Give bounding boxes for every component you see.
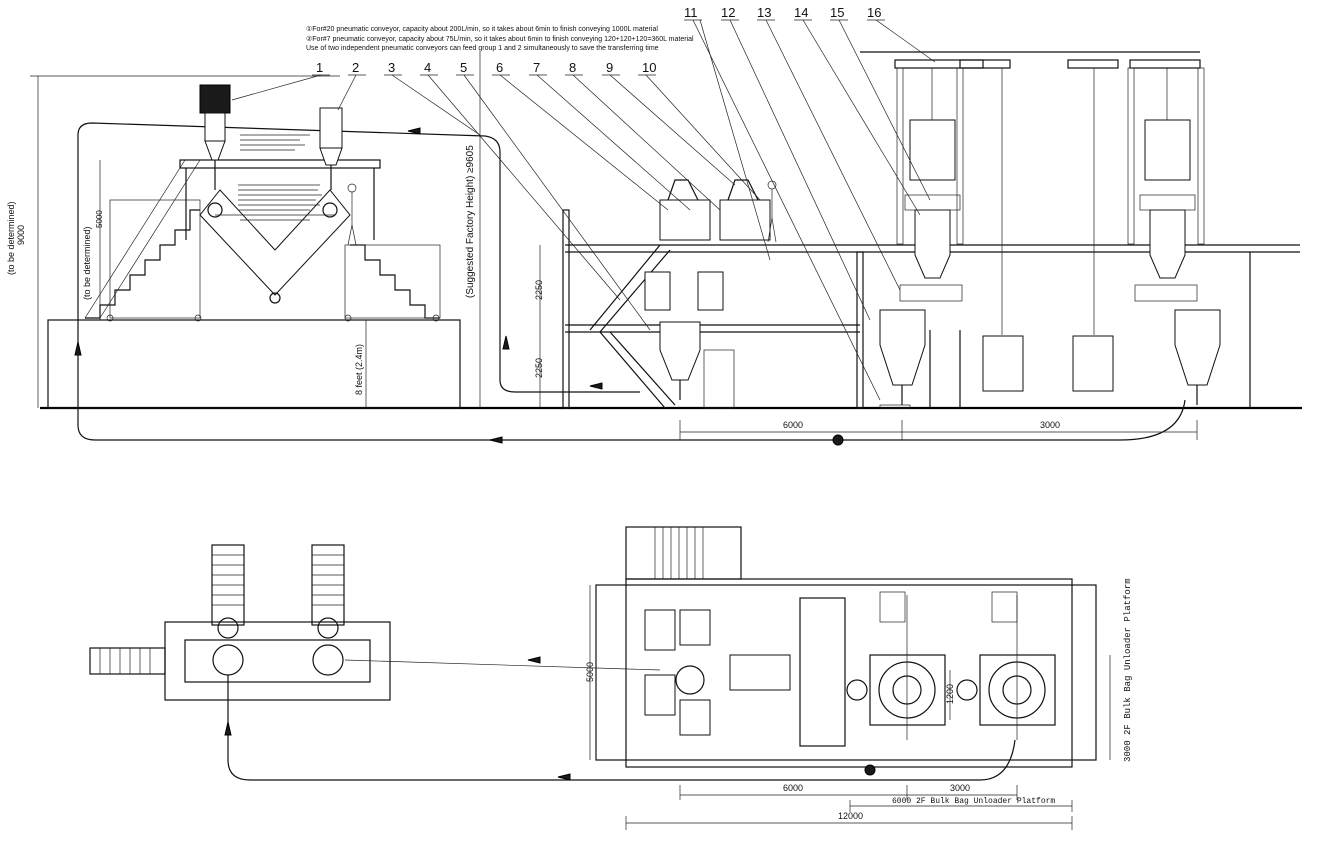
- callout-14: 14: [794, 5, 808, 20]
- note-line-3: Use of two independent pneumatic conveyo…: [306, 45, 659, 52]
- mixer-plan: [89, 544, 391, 760]
- factory-height-label: (Suggested Factory Height) ≥9605: [465, 145, 476, 298]
- flow-arrow-2: [489, 436, 503, 444]
- callout-11: 11: [684, 5, 698, 20]
- flow-arrow-5: [502, 335, 510, 350]
- dim-tbd-label: (to be determined): [6, 201, 16, 275]
- notes-block: ①For#20 pneumatic conveyor, capacity abo…: [306, 25, 694, 52]
- note-line-1: ①For#20 pneumatic conveyor, capacity abo…: [306, 25, 658, 33]
- dim-inner-value: 5000: [95, 210, 104, 228]
- plan-arrow-3: [224, 721, 232, 736]
- callout-13: 13: [757, 5, 771, 20]
- plan-dim-3000: 3000: [950, 783, 970, 793]
- plan-platform-width-label: 6000 2F Bulk Bag Unloader Platform: [892, 797, 1055, 806]
- callout-1: 1: [316, 60, 323, 75]
- callout-10: 10: [642, 60, 656, 75]
- dim-inner: (to be determined) 5000: [82, 160, 104, 320]
- platform-plan: 5000 1200 6000 3000 6000 2F Bulk Bag Unl…: [585, 526, 1133, 830]
- plan-dim-5000: 5000: [585, 662, 595, 682]
- dim-tbd-inner-label: (to be determined): [82, 226, 92, 300]
- mixer-elevation: [47, 84, 461, 409]
- callout-2: 2: [352, 60, 359, 75]
- return-pipe-lower: [77, 135, 1186, 441]
- bulk-bag-unloaders-elevation: 6000 3000: [679, 51, 1251, 446]
- dim-8feet-label: 8 feet (2.4m): [354, 344, 364, 395]
- dim-9000: 9000 (to be determined): [6, 75, 340, 408]
- note-line-2: ②For#7 pneumatic conveyor, capacity abou…: [306, 35, 694, 43]
- flow-arrow-3: [589, 382, 603, 390]
- callout-9: 9: [606, 60, 613, 75]
- dim-8feet: 8 feet (2.4m): [354, 320, 367, 408]
- flow-arrow-4: [74, 341, 82, 356]
- dim-2250-bottom: 2250: [534, 358, 544, 378]
- callout-8: 8: [569, 60, 576, 75]
- dim-3000-elev: 3000: [1040, 420, 1060, 430]
- plan-dim-6000: 6000: [783, 783, 803, 793]
- dim-6000-elev: 6000: [783, 420, 803, 430]
- dim-factory-height: (Suggested Factory Height) ≥9605: [465, 52, 481, 408]
- callout-4: 4: [424, 60, 431, 75]
- callout-16: 16: [867, 5, 881, 20]
- plan-dim-1200: 1200: [945, 684, 955, 704]
- plan-arrow-1: [527, 656, 541, 664]
- flow-arrow-1: [407, 127, 421, 135]
- plan-dim-12000: 12000: [838, 811, 863, 821]
- callout-7: 7: [533, 60, 540, 75]
- dim-2250-top: 2250: [534, 280, 544, 300]
- callout-12: 12: [721, 5, 735, 20]
- callout-5: 5: [460, 60, 467, 75]
- dim-9000-label: 9000: [16, 225, 26, 245]
- return-pipe-upper: [77, 122, 640, 393]
- plan-arrow-2: [557, 773, 571, 781]
- callout-15: 15: [830, 5, 844, 20]
- callout-6: 6: [496, 60, 503, 75]
- plan-feed-line: [344, 659, 661, 671]
- callouts: 1 2 3 4 5 6 7 8 9 10 11 12 13 14 15 16: [231, 5, 936, 401]
- plan-platform-side-label: 3000 2F Bulk Bag Unloader Platform: [1123, 578, 1133, 762]
- callout-3: 3: [388, 60, 395, 75]
